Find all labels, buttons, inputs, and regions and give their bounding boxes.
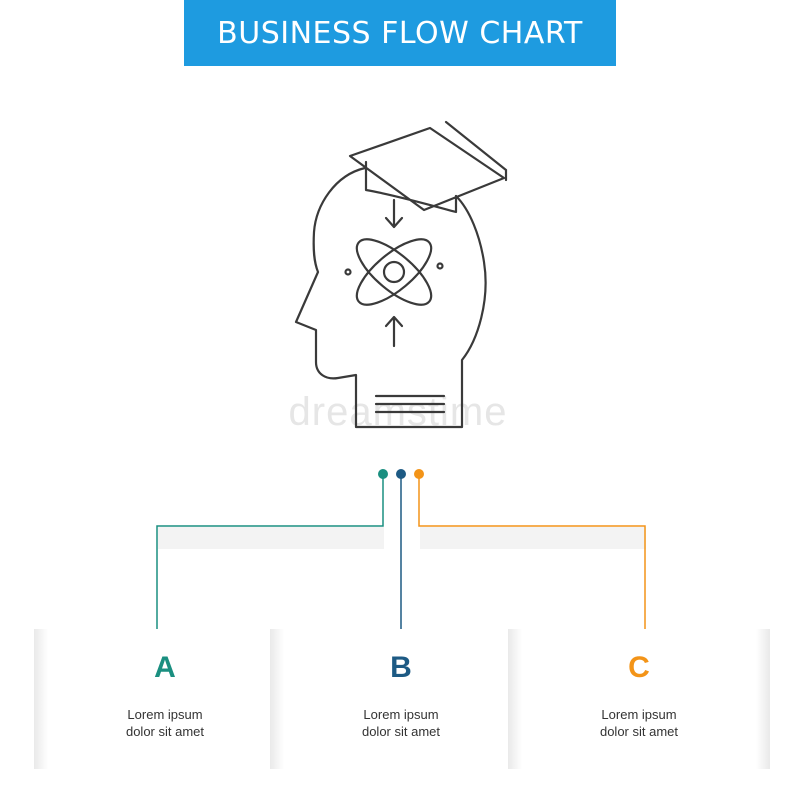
step-b-line2: dolor sit amet: [361, 724, 441, 739]
connector-dot-b: [396, 469, 406, 479]
connector-shadow-right: [420, 527, 646, 549]
atom-orbit-2: [355, 238, 433, 306]
arrow-up-icon: [384, 315, 404, 328]
head-outline-icon: [294, 166, 487, 429]
step-letter-b: B: [390, 651, 412, 684]
step-text-b: Lorem ipsum dolor sit amet: [270, 706, 532, 740]
atom-nucleus-icon: [382, 260, 406, 284]
chart-title: BUSINESS FLOW CHART: [217, 15, 583, 51]
connector-dot-a: [378, 469, 388, 479]
atom-dot-left: [344, 268, 352, 276]
step-card-b: B Lorem ipsum dolor sit amet: [270, 629, 532, 769]
atom-orbit-1: [355, 238, 433, 306]
connector-a: [156, 476, 384, 637]
connector-dot-c: [414, 469, 424, 479]
step-card-c: C Lorem ipsum dolor sit amet: [508, 629, 770, 769]
arrow-down-icon: [384, 216, 404, 229]
step-text-a: Lorem ipsum dolor sit amet: [34, 706, 296, 740]
step-letter-a: A: [154, 651, 176, 684]
atom-dot-right: [436, 262, 444, 270]
step-b-line1: Lorem ipsum: [363, 707, 439, 722]
step-c-line2: dolor sit amet: [599, 724, 679, 739]
step-text-c: Lorem ipsum dolor sit amet: [508, 706, 770, 740]
step-a-line1: Lorem ipsum: [127, 707, 203, 722]
step-letter-c: C: [628, 651, 650, 684]
step-card-a: A Lorem ipsum dolor sit amet: [34, 629, 296, 769]
mortarboard-icon: [348, 120, 508, 214]
connector-c: [418, 476, 646, 637]
graduate-head-atom-icon: [294, 120, 508, 429]
connector-shadow-left: [158, 527, 384, 549]
step-a-line2: dolor sit amet: [125, 724, 205, 739]
step-c-line1: Lorem ipsum: [601, 707, 677, 722]
title-banner: BUSINESS FLOW CHART: [184, 0, 616, 66]
